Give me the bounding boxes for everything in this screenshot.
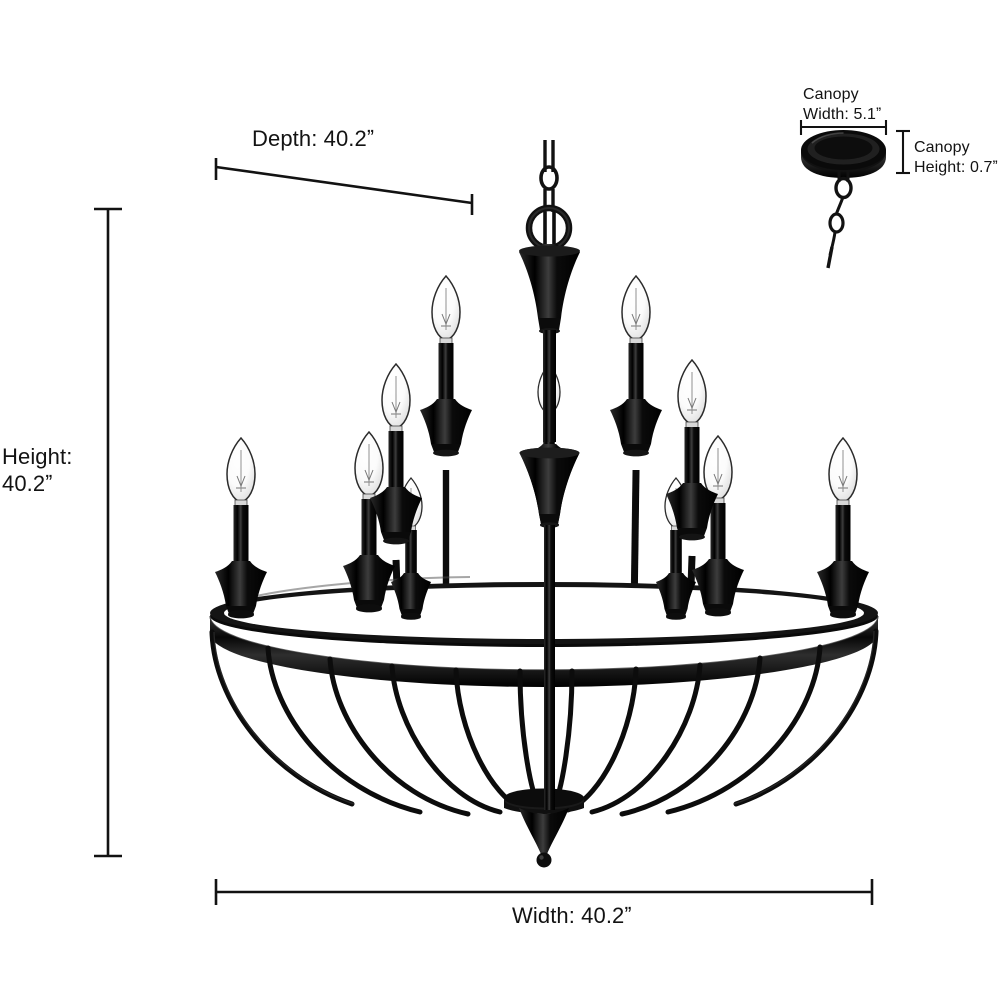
rib-1 — [209, 629, 355, 807]
hanging-chain — [539, 140, 559, 212]
rib-6 — [517, 668, 543, 811]
top-bell-finial — [519, 244, 580, 334]
rib-10 — [619, 655, 763, 817]
dimension-line-canopy-width — [799, 120, 888, 135]
finial-ball — [536, 852, 552, 868]
rib-7 — [550, 668, 575, 811]
candle-lower-far-right — [816, 437, 870, 620]
rib-8 — [565, 666, 639, 813]
candle-lower-far-left — [214, 437, 268, 620]
finial-cone — [519, 808, 569, 854]
rib-11 — [665, 644, 823, 815]
canopy-width-dimension-label: Canopy Width: 5.1ˮ — [803, 86, 882, 124]
rib-2 — [265, 645, 423, 815]
dimension-line-height — [94, 207, 122, 858]
depth-dimension-label: Depth: 40.2ˮ — [252, 126, 375, 151]
dimension-line-canopy-height — [896, 129, 910, 175]
dimension-line-depth — [214, 158, 474, 215]
rib-5 — [453, 667, 527, 813]
rib-12 — [733, 628, 879, 807]
height-dimension-label: Height: 40.2ˮ — [2, 444, 73, 496]
rim-candle-bases — [228, 604, 856, 620]
width-dimension-label: Width: 40.2ˮ — [512, 903, 632, 928]
chandelier-fixture — [209, 140, 879, 868]
candle-upper-left — [419, 275, 473, 458]
canopy-detail — [801, 130, 886, 269]
canopy-height-dimension-label: Canopy Height: 0.7ˮ — [914, 139, 998, 177]
hanging-loop — [525, 204, 573, 252]
rib-3 — [327, 656, 471, 817]
dimension-line-width — [214, 879, 874, 905]
candle-upper-right — [609, 275, 663, 458]
rib-4 — [389, 663, 503, 815]
rib-9 — [589, 662, 703, 815]
